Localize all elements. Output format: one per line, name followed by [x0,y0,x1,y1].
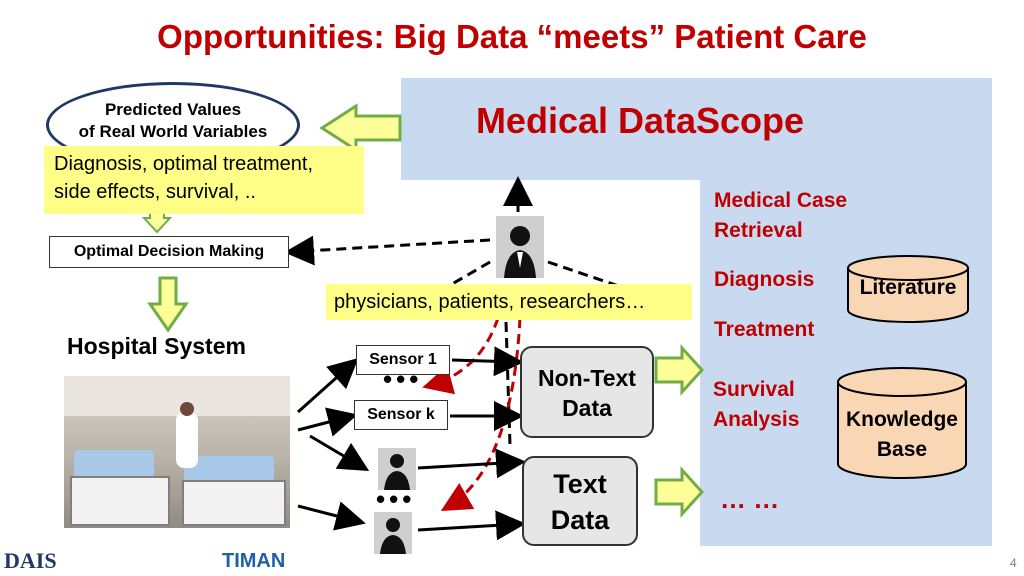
slide-title: Opportunities: Big Data “meets” Patient … [157,18,867,55]
item-more: … … [720,484,780,514]
arrow-icon [319,103,402,153]
arrow-icon [141,211,173,234]
arrow-icon [654,344,705,396]
ellipsis-sensors: ••• [383,364,423,394]
diagnosis-note-line1: Diagnosis, optimal treatment, [54,153,314,175]
sensor-k-box: Sensor k [354,400,448,430]
non-text-data-box: Non-Text Data [520,346,654,438]
arrow-icon [654,466,705,518]
diagnosis-note-line2: side effects, survival, .. [54,181,256,203]
item-diagnosis: Diagnosis [714,268,815,291]
non-text-line1: Non-Text [538,365,636,391]
hospital-photo [64,376,290,528]
predicted-line2: of Real World Variables [78,122,268,141]
item-survival-analysis: Survival Analysis [713,378,800,431]
page-number: 4 [1010,556,1017,570]
non-text-line2: Data [562,395,612,421]
ellipsis-people: ••• [376,484,416,514]
optimal-decision-box: Optimal Decision Making [49,236,289,268]
literature-label: Literature [859,276,957,299]
dais-logo: DAIS [4,548,57,573]
arrow-icon [147,276,189,333]
item-treatment: Treatment [714,318,815,341]
person-icon [378,448,416,490]
text-data-box: Text Data [522,456,638,546]
database-icon [837,367,967,479]
item-case-retrieval: Medical Case Retrieval [714,189,848,242]
text-data-line1: Text [553,469,607,499]
knowledge-base-label: Knowledge Base [838,405,966,465]
sensor-1-box: Sensor 1 [356,345,450,375]
person-icon [374,512,412,554]
kb-line1: Knowledge [845,408,958,431]
database-icon [847,255,969,323]
datascope-title: Medical DataScope [475,100,805,141]
kb-line2: Base [876,438,928,461]
timan-logo: TIMAN [222,550,286,572]
datascope-panel-top [401,78,992,180]
users-note: physicians, patients, researchers… [326,284,692,320]
datascope-panel-right [700,178,992,546]
diagnosis-note: Diagnosis, optimal treatment, side effec… [44,146,364,214]
person-icon [496,216,544,278]
predicted-line1: Predicted Values [104,100,242,119]
text-data-line2: Data [550,505,610,535]
hospital-system-label: Hospital System [67,333,246,359]
